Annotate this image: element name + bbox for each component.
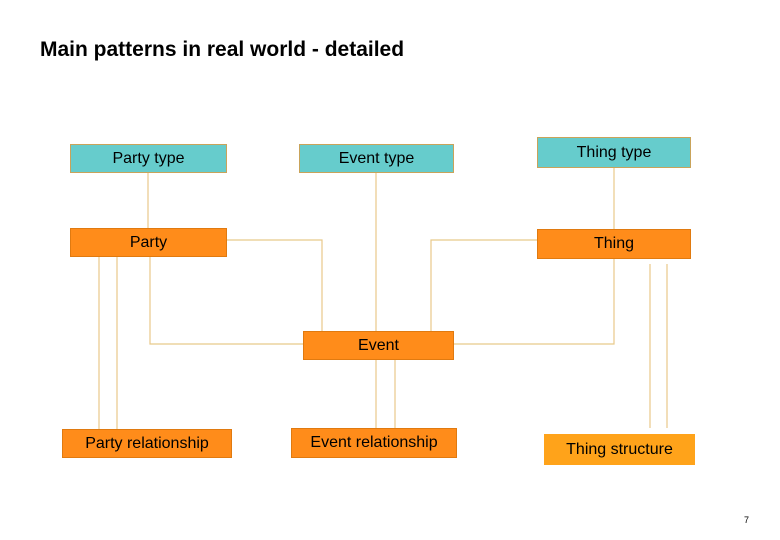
page-number: 7	[744, 515, 750, 525]
thing-label: Thing	[593, 235, 635, 252]
party-relationship-box: Party relationship	[62, 429, 232, 458]
event-relationship-label: Event relationship	[310, 434, 438, 451]
party-type-box: Party type	[70, 144, 227, 173]
party-relationship-label: Party relationship	[85, 434, 209, 452]
party-label: Party	[129, 233, 168, 251]
connector-party-event	[149, 256, 303, 345]
event-relationship-box: Event relationship	[291, 428, 457, 458]
thing-type-label: Thing type	[576, 143, 652, 161]
connector-party-event-2	[227, 239, 323, 331]
connector-thing-event-2	[453, 258, 615, 345]
event-type-box: Event type	[299, 144, 454, 173]
thing-type-box: Thing type	[537, 137, 691, 168]
page-title: Main patterns in real world - detailed	[40, 38, 405, 61]
thing-structure-label: Thing structure	[566, 440, 673, 458]
connector-thing-event	[430, 239, 538, 331]
party-type-label: Party type	[112, 149, 185, 167]
event-label: Event	[358, 336, 399, 354]
event-box: Event	[303, 331, 454, 360]
event-type-label: Event type	[338, 149, 415, 167]
thing-box: Thing	[537, 229, 691, 259]
party-box: Party	[70, 228, 227, 257]
thing-structure-box: Thing structure	[543, 433, 696, 466]
